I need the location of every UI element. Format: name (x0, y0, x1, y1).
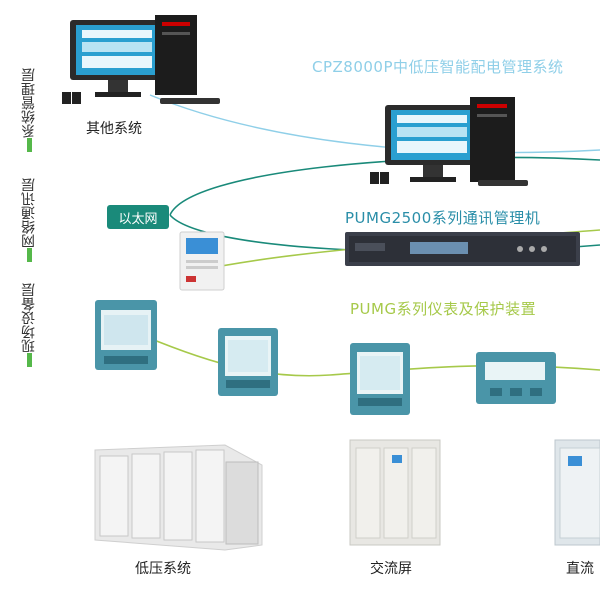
dc-panel-label: 直流 (566, 561, 594, 577)
other-systems-label: 其他系统 (86, 121, 142, 137)
layer-network: 网络通讯层 (14, 178, 44, 266)
ac-panel-cabinet (349, 439, 441, 546)
layer-management-label: 系统管理层 (21, 68, 37, 138)
ac-panel-label: 交流屏 (370, 561, 412, 577)
comm-manager-rack (345, 232, 580, 266)
protection-relay (179, 231, 225, 291)
layer-network-label: 网络通讯层 (21, 178, 37, 248)
layer-field-label: 现场设备层 (21, 283, 37, 353)
layer-field: 现场设备层 (14, 283, 44, 371)
low-voltage-label: 低压系统 (135, 561, 191, 577)
layer-legend: 系统管理层 网络通讯层 现场设备层 (14, 68, 44, 388)
layer-management: 系统管理层 (14, 68, 44, 156)
comm-manager-title: PUMG2500系列通讯管理机 (345, 209, 541, 227)
meter-panel-4 (476, 352, 556, 404)
dc-panel-cabinet (554, 439, 600, 546)
layer-marker (26, 353, 32, 367)
top-link-line (149, 94, 600, 154)
meters-title: PUMG系列仪表及保护装置 (350, 300, 537, 318)
layer-marker (26, 248, 32, 262)
workstation-other (62, 15, 220, 104)
meter-panel-1 (95, 300, 157, 370)
meter-panel-3 (350, 343, 410, 415)
ethernet-badge: 以太网 (107, 205, 169, 229)
ethernet-ellipse (169, 156, 600, 216)
workstation-main (370, 97, 528, 186)
layer-marker (26, 138, 32, 152)
system-title: CPZ8000P中低压智能配电管理系统 (312, 58, 564, 76)
low-voltage-switchgear (94, 444, 263, 551)
meter-panel-2 (218, 328, 278, 396)
